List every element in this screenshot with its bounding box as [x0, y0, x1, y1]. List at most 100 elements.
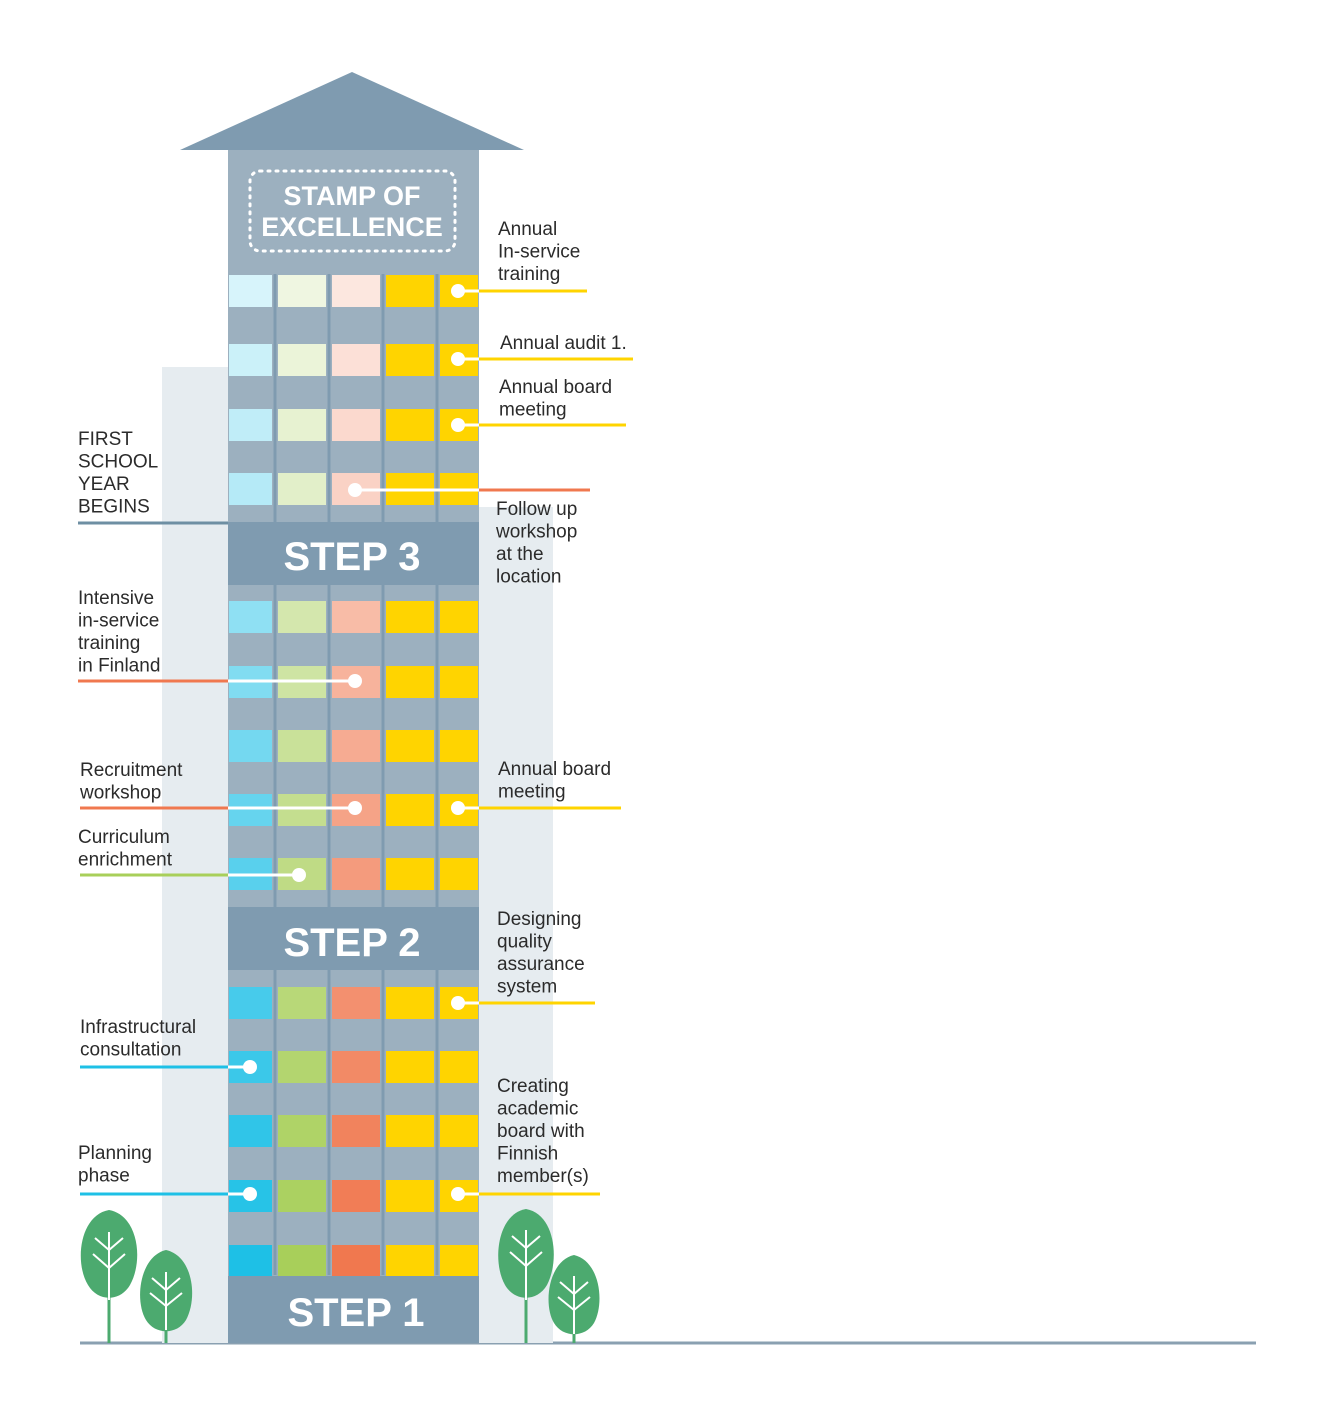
window [386, 730, 434, 762]
label-line: enrichment [78, 850, 173, 871]
label-line: Creating [497, 1076, 569, 1097]
milestone-dot [243, 1060, 257, 1074]
window [332, 1180, 380, 1212]
label-line: quality [497, 932, 552, 953]
window [386, 1180, 434, 1212]
label-line: Annual audit 1. [500, 333, 627, 354]
milestone-dot [292, 868, 306, 882]
step-2-band [228, 907, 479, 970]
milestone-dot [348, 801, 362, 815]
column-dividers [273, 274, 439, 1275]
label-line: in Finland [78, 656, 160, 677]
window [386, 794, 434, 826]
window [278, 409, 326, 441]
label-line: training [498, 264, 560, 285]
milestone-dot [451, 801, 465, 815]
milestone-leaders [78, 284, 633, 1201]
window [332, 1051, 380, 1083]
label-line: system [497, 977, 557, 998]
window [278, 1180, 326, 1212]
window [386, 1051, 434, 1083]
label-line: Curriculum [78, 827, 170, 848]
window [332, 987, 380, 1019]
window [229, 601, 272, 633]
label-line: training [78, 633, 140, 654]
window [386, 666, 434, 698]
milestone-dot [243, 1187, 257, 1201]
label-line: Annual [498, 219, 557, 240]
right-side-building [479, 507, 553, 1343]
label-line: member(s) [497, 1166, 589, 1187]
window [278, 794, 326, 826]
step-3-band [228, 522, 479, 585]
window [229, 344, 272, 376]
window [332, 409, 380, 441]
window [278, 473, 326, 505]
tree-icon [498, 1209, 554, 1343]
window [440, 1115, 478, 1147]
label-line: BEGINS [78, 497, 150, 518]
window [229, 794, 272, 826]
label-line: Finnish [497, 1144, 558, 1165]
window [332, 601, 380, 633]
window [440, 1051, 478, 1083]
label-line: assurance [497, 954, 585, 975]
window [332, 858, 380, 890]
label-line: Follow up [496, 499, 577, 520]
label-line: workshop [79, 783, 161, 804]
window [229, 1115, 272, 1147]
tree-icon [80, 1210, 138, 1343]
window [386, 987, 434, 1019]
label-line: Annual board [498, 759, 611, 780]
label-line: location [496, 567, 562, 588]
label-line: Annual board [499, 377, 612, 398]
window [386, 1115, 434, 1147]
window [332, 730, 380, 762]
label-annual-audit: Annual audit 1. [500, 333, 627, 354]
label-line: meeting [498, 782, 566, 803]
window [278, 987, 326, 1019]
window [332, 344, 380, 376]
milestone-dot [451, 996, 465, 1010]
window [229, 473, 272, 505]
window [278, 730, 326, 762]
window [386, 409, 434, 441]
window [278, 1245, 326, 1277]
label-line: at the [496, 544, 544, 565]
milestone-dot [451, 284, 465, 298]
label-line: academic [497, 1099, 578, 1120]
window [229, 275, 272, 307]
label-line: Planning [78, 1143, 152, 1164]
window [440, 666, 478, 698]
label-line: Infrastructural [80, 1017, 196, 1038]
tree-icon [548, 1255, 600, 1343]
window [440, 730, 478, 762]
window [440, 1245, 478, 1277]
label-line: In-service [498, 242, 580, 263]
step-1-label: STEP 1 [287, 1291, 424, 1335]
milestone-dot [451, 418, 465, 432]
label-line: consultation [80, 1040, 181, 1061]
window [229, 987, 272, 1019]
window [332, 275, 380, 307]
window [278, 601, 326, 633]
window [278, 1115, 326, 1147]
step-1-band [228, 1276, 479, 1343]
window [386, 344, 434, 376]
window [386, 275, 434, 307]
window [332, 1245, 380, 1277]
milestone-dot [348, 674, 362, 688]
label-line: YEAR [78, 474, 130, 495]
tree-icon [140, 1250, 193, 1343]
